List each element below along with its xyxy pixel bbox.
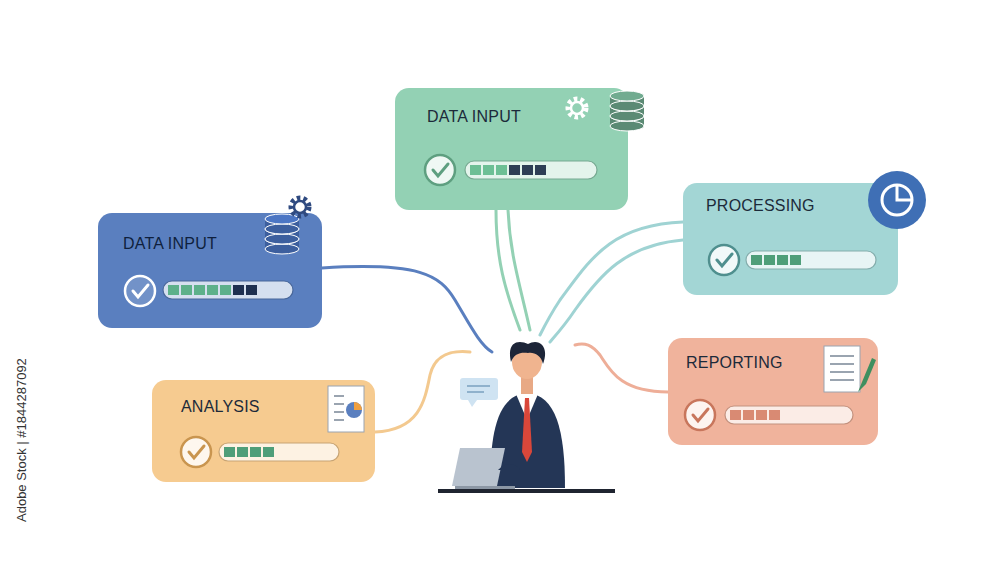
wire — [550, 240, 683, 342]
card-title: DATA INPUT — [427, 108, 521, 126]
wires — [322, 210, 683, 432]
database-icon — [265, 214, 299, 254]
progress-bar — [465, 161, 597, 179]
card-decoration — [152, 380, 375, 482]
card-decoration — [395, 88, 628, 210]
chat-bubble — [460, 378, 498, 407]
wire — [575, 344, 668, 392]
chart-icon — [868, 171, 926, 229]
step-card: PROCESSING — [683, 183, 898, 295]
check-icon — [685, 400, 715, 430]
card-title: REPORTING — [686, 354, 783, 372]
gear-icon — [568, 99, 586, 117]
progress-bar — [746, 251, 876, 269]
check-icon — [125, 276, 155, 306]
progress-bar — [219, 443, 339, 461]
watermark: Adobe Stock | #1844287092 — [14, 358, 29, 522]
progress-bar — [725, 406, 853, 424]
gear-icon — [291, 198, 309, 216]
step-card: REPORTING — [668, 338, 878, 445]
wire — [375, 352, 470, 432]
step-card: DATA INPUT — [98, 213, 322, 328]
document-icon — [328, 386, 364, 432]
database-icon — [610, 91, 644, 131]
wire — [540, 222, 683, 335]
wire — [322, 267, 492, 352]
check-icon — [709, 245, 739, 275]
step-card: ANALYSIS — [152, 380, 375, 482]
document-icon — [824, 346, 860, 392]
card-decoration — [98, 213, 322, 328]
pencil-icon — [858, 358, 876, 392]
card-title: PROCESSING — [706, 197, 815, 215]
man-figure — [438, 342, 615, 491]
card-title: DATA INPUT — [123, 235, 217, 253]
step-card: DATA INPUT — [395, 88, 628, 210]
check-icon — [181, 437, 211, 467]
check-icon — [425, 155, 455, 185]
progress-bar — [163, 281, 293, 299]
wire — [508, 210, 530, 330]
card-title: ANALYSIS — [181, 398, 260, 416]
